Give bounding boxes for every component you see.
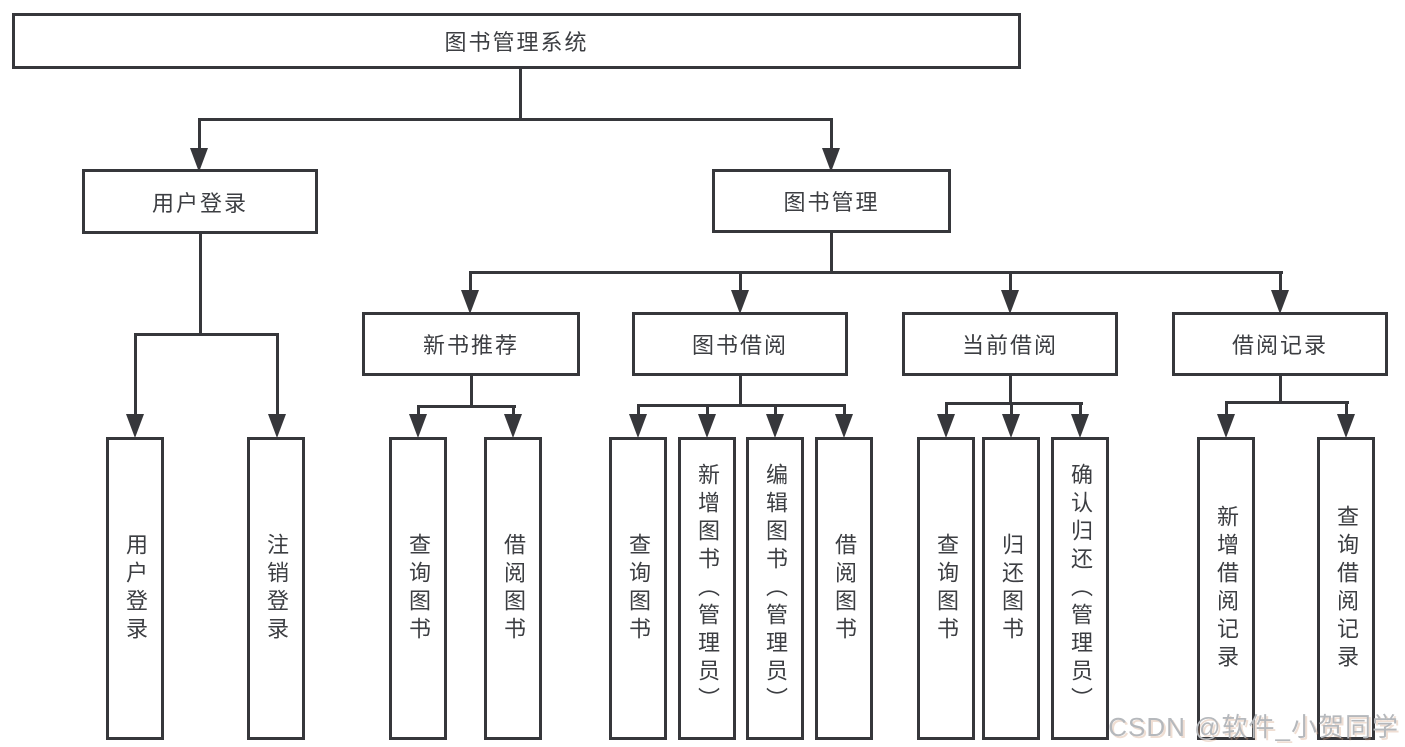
connector-drop-book-management (830, 118, 833, 152)
arrow-down-icon (698, 414, 716, 438)
connector-drop-leaf (945, 402, 948, 417)
leaf-label: 确认归还（管理员） (1068, 462, 1093, 715)
leaf-query-books-current: 查询图书 (917, 437, 975, 740)
node-book-borrowing-label: 图书借阅 (691, 333, 788, 358)
leaf-label: 借阅图书 (832, 532, 857, 645)
arrow-down-icon (409, 414, 427, 438)
leaf-label: 编辑图书（管理员） (763, 462, 788, 715)
node-current-borrowing: 当前借阅 (902, 312, 1118, 376)
node-root-label: 图书管理系统 (444, 30, 589, 55)
leaf-logout: 注销登录 (247, 437, 305, 740)
node-book-borrowing: 图书借阅 (632, 312, 848, 376)
leaf-borrow-books-recommend: 借阅图书 (484, 437, 542, 740)
arrow-down-icon (937, 414, 955, 438)
arrow-down-icon (190, 148, 208, 172)
connector-drop-group (739, 271, 742, 295)
connector-drop-leaf (417, 405, 420, 417)
connector-drop-group (469, 271, 472, 295)
connector-level3-bus (469, 271, 1283, 274)
leaf-query-borrow-record: 查询借阅记录 (1317, 437, 1375, 740)
connector-root-trunk (519, 66, 522, 119)
connector-book-management-trunk (830, 230, 833, 274)
connector-drop-group (1009, 271, 1012, 295)
arrow-down-icon (629, 414, 647, 438)
leaf-label: 归还图书 (999, 532, 1024, 645)
connector-drop-leaf (1225, 401, 1228, 417)
arrow-down-icon (268, 414, 286, 438)
arrow-down-icon (1001, 290, 1019, 314)
node-borrowing-records-label: 借阅记录 (1231, 333, 1328, 358)
arrow-down-icon (1337, 414, 1355, 438)
leaf-add-books-admin: 新增图书（管理员） (678, 437, 736, 740)
leaf-label: 借阅图书 (501, 532, 526, 645)
arrow-down-icon (822, 148, 840, 172)
arrow-down-icon (461, 290, 479, 314)
node-root-library-management-system: 图书管理系统 (12, 13, 1021, 69)
leaf-label: 查询借阅记录 (1334, 504, 1359, 673)
arrow-down-icon (731, 290, 749, 314)
connector-drop-leaf (774, 404, 777, 417)
leaf-label: 新增图书（管理员） (695, 462, 720, 715)
leaf-label: 新增借阅记录 (1214, 504, 1239, 673)
arrow-down-icon (766, 414, 784, 438)
connector-drop-leaf (1345, 401, 1348, 417)
connector-group-trunk (1279, 373, 1282, 404)
connector-drop-leaf (1079, 402, 1082, 417)
node-book-management: 图书管理 (712, 169, 951, 233)
leaf-label: 用户登录 (123, 532, 148, 645)
connector-group-trunk (470, 373, 473, 407)
connector-drop-leaf (637, 404, 640, 417)
leaf-label: 查询图书 (934, 532, 959, 645)
connector-group-trunk (1009, 373, 1012, 405)
node-user-login-label: 用户登录 (151, 190, 248, 216)
connector-user-login-trunk (199, 231, 202, 335)
connector-group-bus (637, 404, 846, 407)
node-book-management-label: 图书管理 (783, 190, 880, 215)
leaf-edit-books-admin: 编辑图书（管理员） (746, 437, 804, 740)
connector-drop-leaf (706, 404, 709, 417)
node-user-login: 用户登录 (82, 169, 318, 234)
connector-drop-user-login (198, 118, 201, 152)
connector-group-bus (1225, 401, 1349, 404)
node-new-book-recommendation: 新书推荐 (362, 312, 580, 376)
connector-drop-leaf (276, 333, 279, 417)
node-borrowing-records: 借阅记录 (1172, 312, 1388, 376)
arrow-down-icon (1271, 290, 1289, 314)
leaf-borrow-books: 借阅图书 (815, 437, 873, 740)
leaf-label: 查询图书 (406, 532, 431, 645)
leaf-label: 查询图书 (626, 532, 651, 645)
connector-level2-bus (198, 118, 833, 121)
leaf-query-books-recommend: 查询图书 (389, 437, 447, 740)
connector-group-bus (945, 402, 1083, 405)
leaf-add-borrow-record: 新增借阅记录 (1197, 437, 1255, 740)
leaf-query-books-borrow: 查询图书 (609, 437, 667, 740)
arrow-down-icon (504, 414, 522, 438)
connector-drop-leaf (1010, 402, 1013, 417)
arrow-down-icon (126, 414, 144, 438)
leaf-label: 注销登录 (264, 532, 289, 645)
arrow-down-icon (1002, 414, 1020, 438)
arrow-down-icon (1071, 414, 1089, 438)
arrow-down-icon (835, 414, 853, 438)
connector-drop-leaf (134, 333, 137, 417)
leaf-user-login: 用户登录 (106, 437, 164, 740)
leaf-return-books: 归还图书 (982, 437, 1040, 740)
connector-drop-leaf (843, 404, 846, 417)
connector-drop-group (1279, 271, 1282, 295)
connector-group-bus (417, 405, 516, 408)
arrow-down-icon (1217, 414, 1235, 438)
connector-drop-leaf (512, 405, 515, 417)
connector-user-login-bus (134, 333, 279, 336)
node-new-book-recommendation-label: 新书推荐 (422, 333, 519, 358)
leaf-confirm-return-admin: 确认归还（管理员） (1051, 437, 1109, 740)
csdn-watermark: CSDN @软件_小贺同学 (1108, 712, 1399, 742)
node-current-borrowing-label: 当前借阅 (961, 333, 1058, 358)
connector-group-trunk (739, 373, 742, 406)
